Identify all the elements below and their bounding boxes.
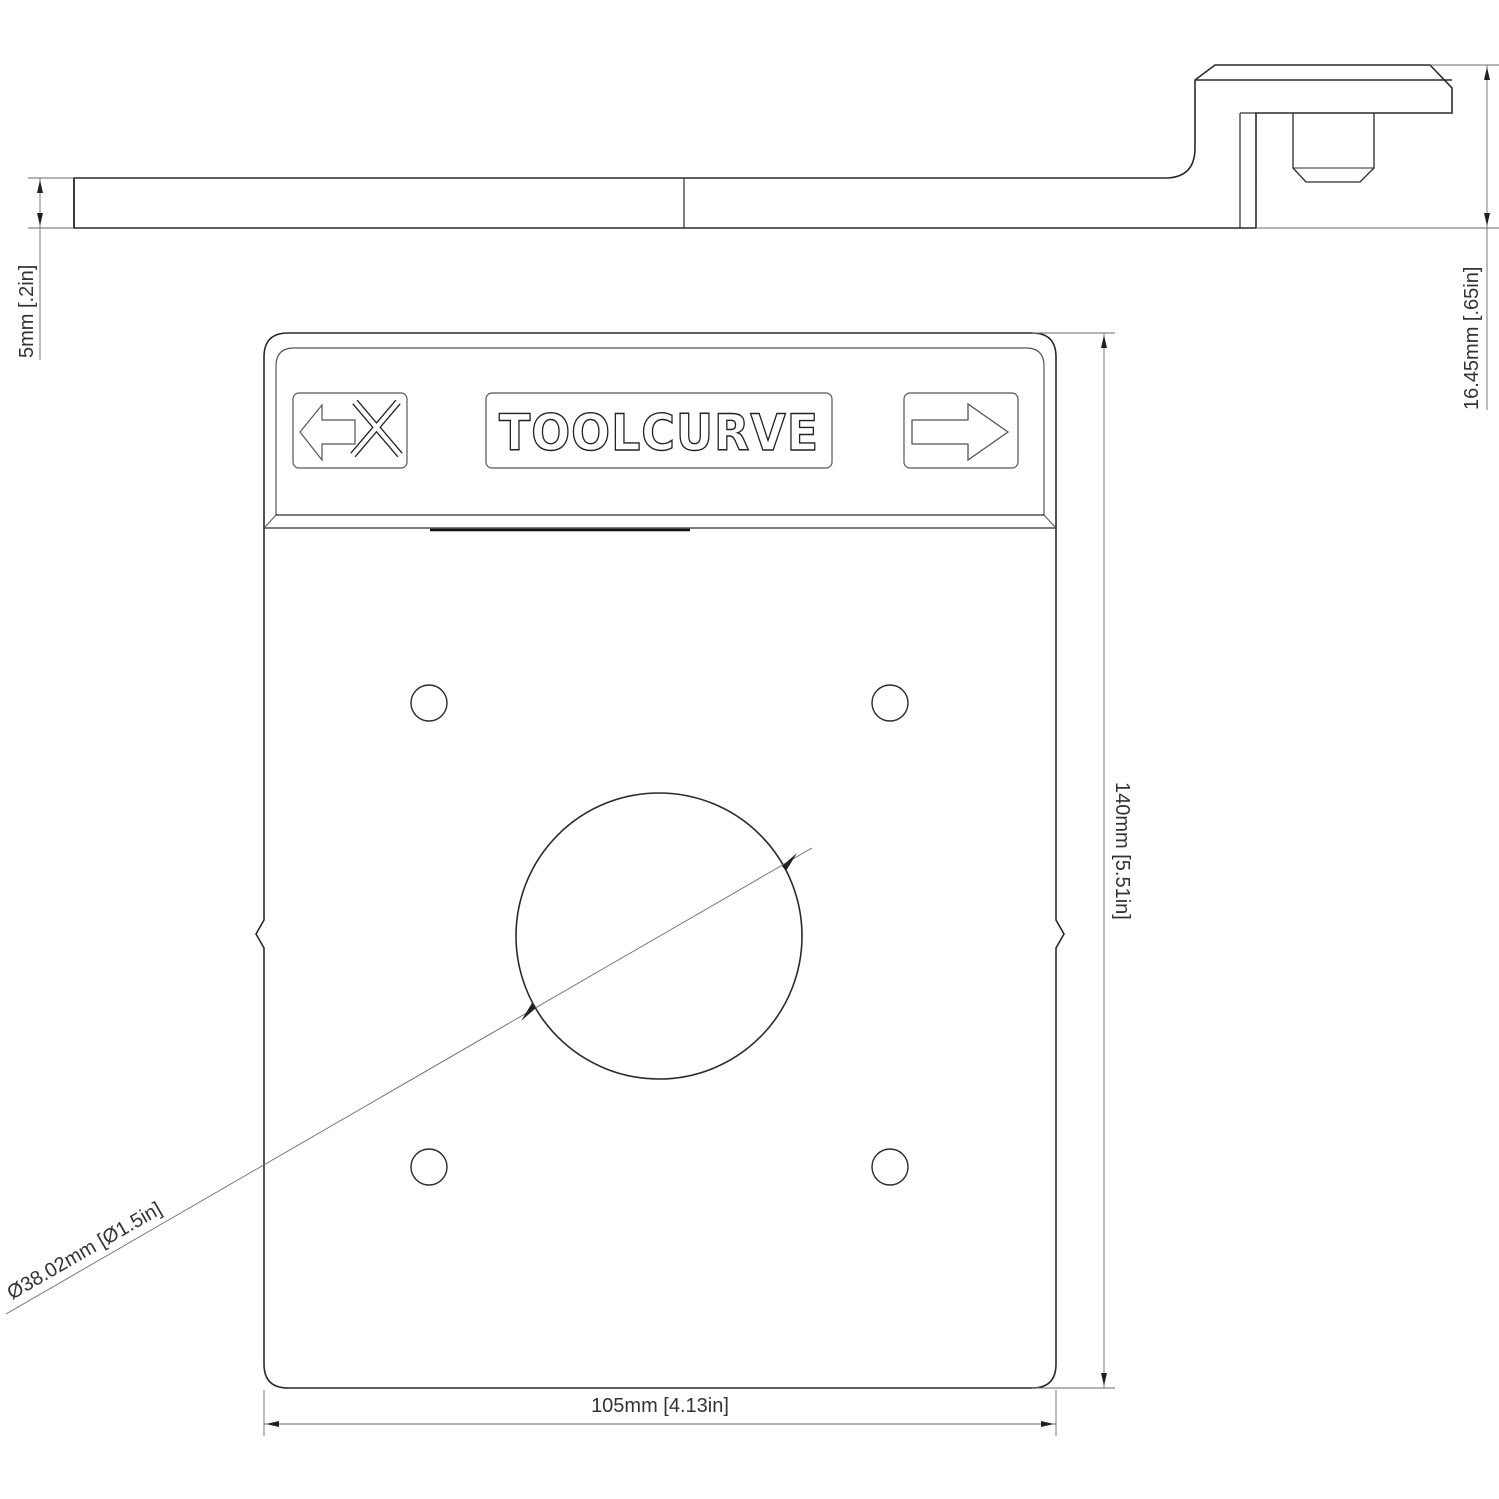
thickness-label: 5mm [.2in] <box>16 265 38 358</box>
plan-view: TOOLCURVE <box>255 332 1065 1389</box>
mounting-hole <box>410 1148 448 1186</box>
length-label: 140mm [5.51in] <box>1111 782 1133 920</box>
logo-text: TOOLCURVE <box>499 404 819 462</box>
width-dimension: 105mm [4.13in] <box>263 1390 1057 1436</box>
mounting-hole <box>410 684 448 722</box>
side-view <box>73 64 1453 229</box>
diameter-label: Ø38.02mm [Ø1.5in] <box>4 1198 166 1304</box>
mounting-hole <box>871 1148 909 1186</box>
diameter-dimension: Ø38.02mm [Ø1.5in] <box>4 847 813 1315</box>
length-dimension: 140mm [5.51in] <box>1032 332 1133 1389</box>
logo-badge: TOOLCURVE <box>485 392 833 469</box>
width-label: 105mm [4.13in] <box>591 1395 729 1417</box>
thickness-dimension: 5mm [.2in] <box>16 177 74 360</box>
height-dimension: 16.45mm [.65in] <box>1256 64 1499 410</box>
mounting-hole <box>871 684 909 722</box>
height-label: 16.45mm [.65in] <box>1461 267 1483 410</box>
arrow-left-crossed-icon <box>292 392 408 469</box>
center-hole <box>515 792 803 1080</box>
arrow-right-icon <box>903 392 1019 469</box>
